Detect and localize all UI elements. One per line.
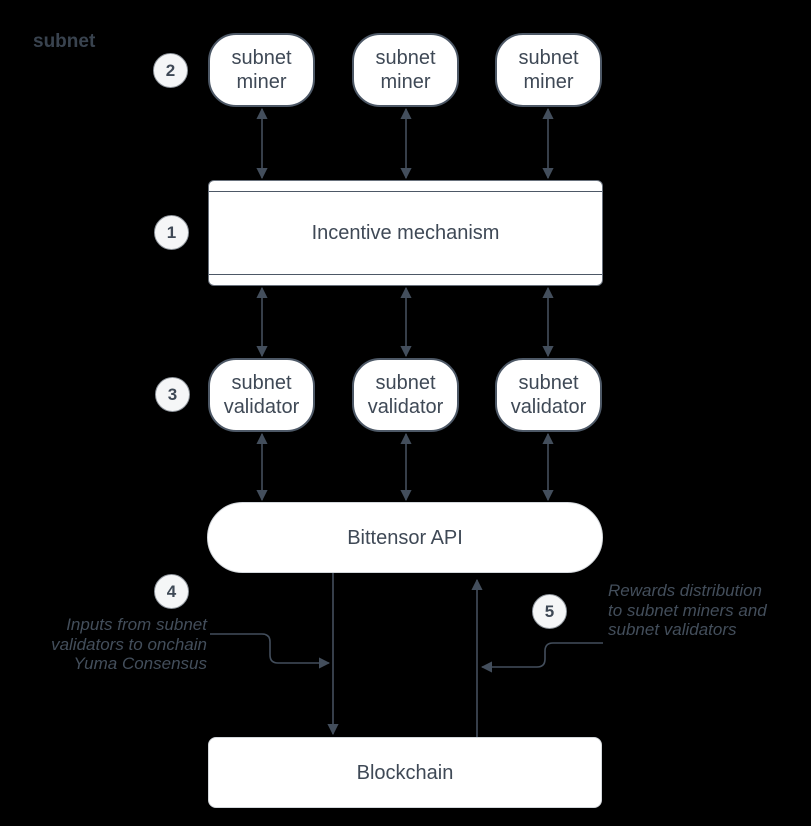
- diagram-title: subnet: [33, 31, 96, 52]
- node-bittensor-api: Bittensor API: [207, 502, 603, 573]
- annotation-inputs-yuma-consensus: Inputs from subnet validators to onchain…: [51, 615, 207, 673]
- annotation-rewards-distribution: Rewards distribution to subnet miners an…: [608, 581, 767, 639]
- node-incentive-mechanism: Incentive mechanism: [208, 180, 603, 286]
- step-badge-5: 5: [532, 594, 567, 629]
- step-badge-1: 1: [154, 215, 189, 250]
- node-subnet-validator-2: subnet validator: [352, 358, 459, 432]
- node-subnet-miner-2: subnet miner: [352, 33, 459, 107]
- connector-inputs-annotation: [210, 633, 331, 669]
- step-badge-4: 4: [154, 574, 189, 609]
- node-subnet-validator-3: subnet validator: [495, 358, 602, 432]
- node-blockchain: Blockchain: [208, 737, 602, 808]
- step-badge-3: 3: [155, 377, 190, 412]
- connector-rewards-annotation: [480, 642, 603, 673]
- node-subnet-miner-1: subnet miner: [208, 33, 315, 107]
- step-badge-2: 2: [153, 53, 188, 88]
- node-subnet-validator-1: subnet validator: [208, 358, 315, 432]
- node-subnet-miner-3: subnet miner: [495, 33, 602, 107]
